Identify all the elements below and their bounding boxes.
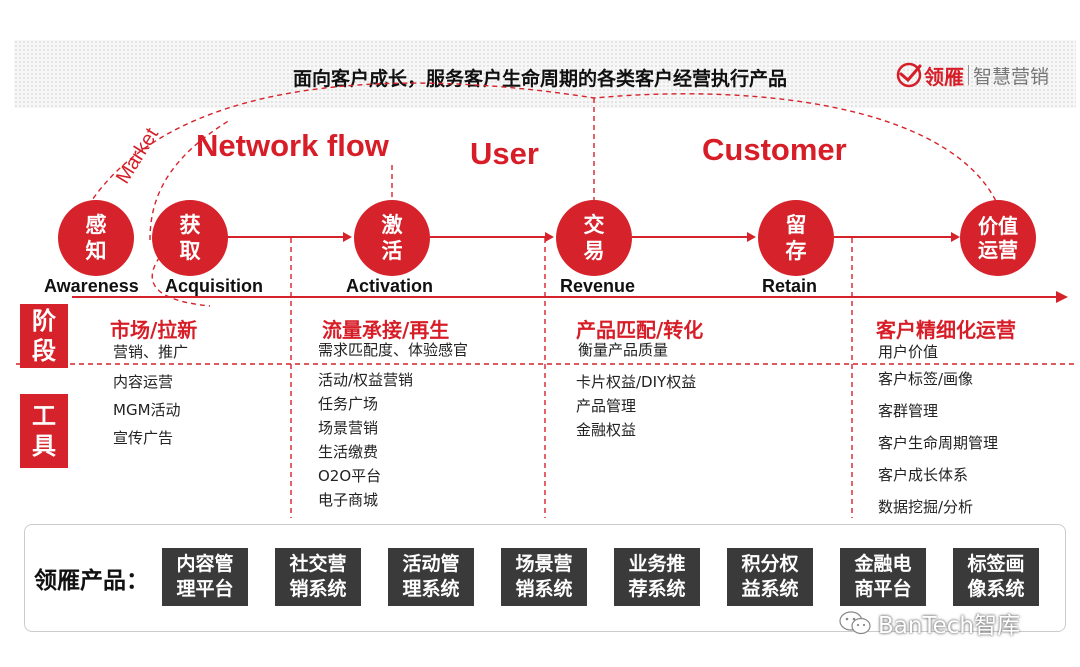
col-4-tool-list: 客户标签/画像 客群管理 客户生命周期管理 客户成长体系 数据挖掘/分析: [878, 366, 998, 526]
col-1-tool-item: MGM活动: [113, 401, 181, 419]
stage-revenue-label: Revenue: [560, 276, 636, 296]
products-label: 领雁产品：: [34, 568, 149, 594]
col-2-tool-item: 生活缴费: [318, 443, 379, 461]
col-3-title: 产品匹配/转化: [576, 318, 704, 342]
customer-label: Customer: [702, 132, 847, 167]
stage-revenue-circle: 交 易: [556, 200, 632, 276]
logo-divider: [968, 65, 969, 85]
col-2-tool-item: 场景营销: [318, 419, 379, 437]
col-3-tool-item: 卡片权益/DIY权益: [576, 373, 697, 391]
col-2-tool-item: O2O平台: [318, 467, 382, 485]
col-1-phase-item: 营销、推广: [113, 343, 189, 361]
tools-side-label: 工 具: [20, 394, 68, 468]
flow-arrow-1: [343, 232, 352, 242]
logo-subtitle: 智慧营销: [973, 65, 1050, 88]
product-box: 社交营 销系统: [275, 548, 361, 606]
phase-side-label: 阶 段: [20, 304, 68, 368]
product-box: 积分权 益系统: [727, 548, 813, 606]
stage-value-ops-circle: 价值 运营: [960, 200, 1036, 276]
col-3-tool-item: 产品管理: [576, 397, 637, 415]
col-2-tool-item: 电子商城: [318, 491, 379, 509]
stage-retain-circle: 留 存: [758, 200, 834, 276]
network-flow-label: Network flow: [196, 128, 389, 163]
col-2-tool-item: 活动/权益营销: [318, 371, 414, 389]
product-box: 场景营 销系统: [501, 548, 587, 606]
timeline-arrow: [1056, 291, 1068, 303]
col-4-tool-item: 客户成长体系: [878, 466, 969, 484]
stage-awareness-label: Awareness: [44, 276, 139, 296]
col-1-title: 市场/拉新: [110, 318, 198, 342]
col-1-tool-item: 内容运营: [113, 373, 174, 391]
watermark-text: BanTech智库: [878, 613, 1020, 639]
stage-activation-circle: 激 活: [354, 200, 430, 276]
stage-acquisition-label: Acquisition: [165, 276, 263, 296]
col-4-tool-item: 客户标签/画像: [878, 370, 974, 388]
col-2-tool-item: 任务广场: [318, 395, 379, 413]
col-4-phase-list: 用户价值: [878, 340, 938, 364]
page-title: 面向客户成长，服务客户生命周期的各类客户经营执行产品: [292, 68, 787, 90]
col-2-title: 流量承接/再生: [322, 318, 450, 342]
flow-arrow-2: [545, 232, 554, 242]
col-3-phase-list: 衡量产品质量: [578, 338, 668, 362]
stage-activation-label: Activation: [346, 276, 434, 296]
product-box: 金融电 商平台: [840, 548, 926, 606]
check-swoosh-icon: [896, 62, 922, 88]
col-2-phase-list: 需求匹配度、体验感官: [318, 338, 468, 362]
stage-acquisition-circle: 获 取: [152, 200, 228, 276]
col-2-tool-list: 活动/权益营销 任务广场 场景营销 生活缴费 O2O平台 电子商城: [318, 368, 413, 512]
col-3-phase-item: 衡量产品质量: [578, 341, 669, 359]
product-box: 业务推 荐系统: [614, 548, 700, 606]
product-box: 活动管 理系统: [388, 548, 474, 606]
col-1-tool-item: 宣传广告: [113, 429, 174, 447]
col-1-tool-list: 内容运营 MGM活动 宣传广告: [113, 368, 181, 452]
stage-retain-label: Retain: [762, 276, 818, 296]
col-4-title: 客户精细化运营: [876, 318, 1016, 342]
col-2-phase-item: 需求匹配度、体验感官: [318, 341, 469, 359]
col-3-tool-list: 卡片权益/DIY权益 产品管理 金融权益: [576, 370, 696, 442]
col-4-tool-item: 客户生命周期管理: [878, 434, 999, 452]
watermark: BanTech智库: [838, 606, 1020, 640]
stage-awareness-circle: 感 知: [58, 200, 134, 276]
logo: 领雁 智慧营销: [896, 60, 1049, 90]
logo-brand: 领雁: [924, 64, 964, 89]
top-arc: [87, 82, 1001, 211]
col-4-tool-item: 客群管理: [878, 402, 939, 420]
flow-arrow-4: [951, 232, 960, 242]
market-arc: [149, 119, 231, 241]
col-3-tool-item: 金融权益: [576, 421, 637, 439]
col-1-phase-list: 营销、推广: [113, 340, 188, 364]
col-4-phase-item: 用户价值: [878, 343, 939, 361]
user-label: User: [470, 136, 539, 171]
wechat-icon: [839, 611, 871, 635]
flow-arrow-3: [747, 232, 756, 242]
product-box: 内容管 理平台: [162, 548, 248, 606]
col-4-tool-item: 数据挖掘/分析: [878, 498, 974, 516]
product-box: 标签画 像系统: [953, 548, 1039, 606]
